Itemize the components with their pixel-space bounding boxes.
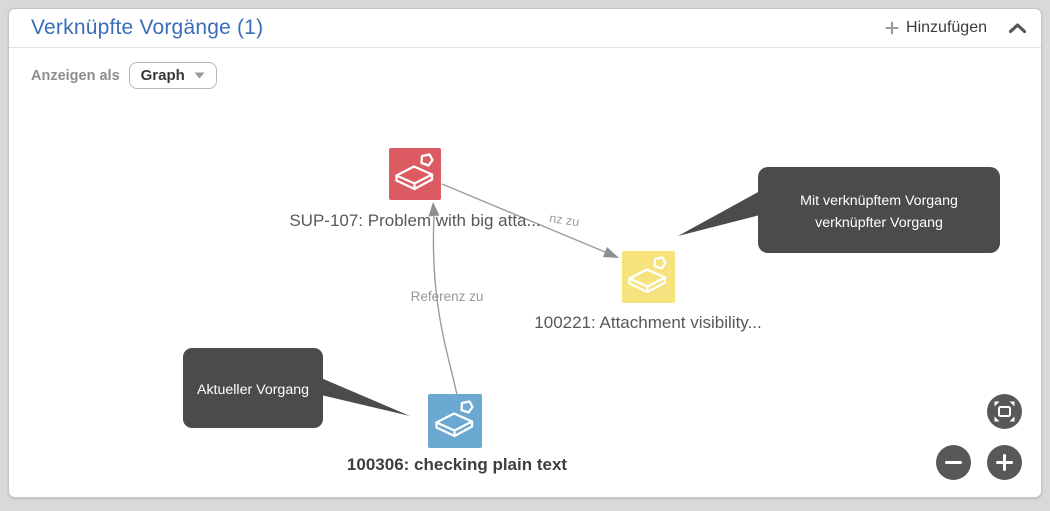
callout-text-line: Aktueller Vorgang xyxy=(197,382,309,398)
plus-icon xyxy=(885,21,899,35)
fit-to-view-button[interactable] xyxy=(987,394,1022,429)
arrowhead xyxy=(428,202,440,217)
header-actions: Hinzufügen xyxy=(885,19,1027,37)
edge-100306-sup107: Referenz zu xyxy=(411,202,484,396)
page-title: Verknüpfte Vorgänge (1) xyxy=(31,16,264,39)
callout-text-line: verknüpfter Vorgang xyxy=(815,215,943,231)
graph-node-100306[interactable]: 100306: checking plain text xyxy=(347,394,567,474)
collapse-panel-button[interactable] xyxy=(1008,22,1027,35)
add-button-label: Hinzufügen xyxy=(906,19,987,36)
view-mode-dropdown[interactable]: Graph xyxy=(128,62,217,89)
show-as-label: Anzeigen als xyxy=(31,67,120,84)
minus-icon xyxy=(943,452,964,473)
callout-linked-issue: Mit verknüpftem Vorgang verknüpfter Vorg… xyxy=(678,167,1000,253)
callout-current-issue: Aktueller Vorgang xyxy=(183,348,410,428)
fit-to-view-icon xyxy=(992,399,1017,424)
view-toolbar: Anzeigen als Graph xyxy=(31,62,1041,89)
caret-down-icon xyxy=(194,72,205,79)
arrowhead xyxy=(603,247,619,258)
node-label: 100306: checking plain text xyxy=(347,455,567,474)
edge-label-fragment: nz zu xyxy=(549,211,581,229)
chevron-up-icon xyxy=(1008,22,1027,35)
graph-node-100221[interactable]: 100221: Attachment visibility... xyxy=(534,251,762,332)
node-label: SUP-107: Problem with big atta... xyxy=(289,211,540,230)
edge-label: Referenz zu xyxy=(411,289,484,304)
add-linked-issue-button[interactable]: Hinzufügen xyxy=(885,19,987,37)
node-label: 100221: Attachment visibility... xyxy=(534,313,761,332)
zoom-out-button[interactable] xyxy=(936,445,971,480)
callout-text-line: Mit verknüpftem Vorgang xyxy=(800,193,958,209)
plus-icon xyxy=(994,452,1015,473)
zoom-in-button[interactable] xyxy=(987,445,1022,480)
graph-node-sup-107[interactable]: SUP-107: Problem with big atta... xyxy=(289,148,541,230)
edge-sup107-100221: nz zu xyxy=(441,183,619,258)
panel-header: Verknüpfte Vorgänge (1) Hinzufügen xyxy=(9,9,1041,48)
view-mode-value: Graph xyxy=(140,67,185,84)
